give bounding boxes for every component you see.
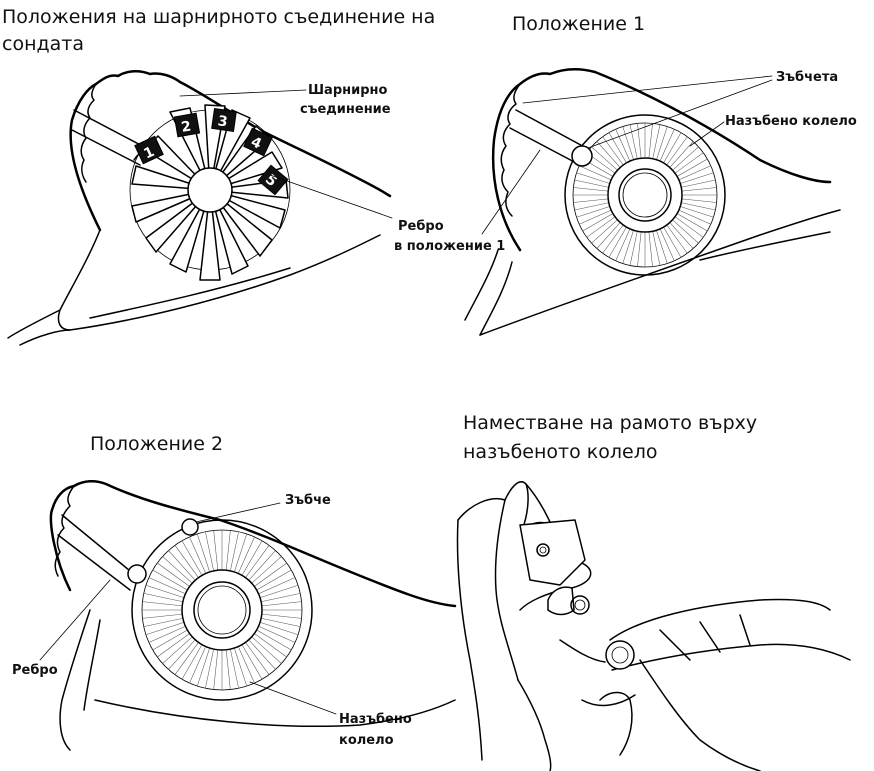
wheel-ray xyxy=(231,532,239,570)
wheel-ray xyxy=(157,563,189,586)
wheel-ray xyxy=(197,534,209,571)
wheel-ray xyxy=(142,602,181,606)
wheel-ray xyxy=(637,233,641,267)
wheel-ray xyxy=(680,166,711,180)
wheel-ray xyxy=(175,643,198,675)
wheel-ray xyxy=(676,217,704,237)
wheel-ray xyxy=(214,530,218,569)
wheel-ray xyxy=(197,649,209,686)
wheel-ray xyxy=(660,230,674,261)
wheel-ray xyxy=(205,532,213,570)
wheel-ray xyxy=(235,649,247,686)
wheel-ray xyxy=(262,619,300,627)
wheel-ray xyxy=(146,585,183,597)
wheel-ray xyxy=(263,614,302,618)
wheel-ray xyxy=(231,650,239,688)
wheel-ray xyxy=(579,210,610,224)
probe-hinge-icon: 1 2 3 4 5 xyxy=(8,71,392,345)
wheel-ray xyxy=(255,563,287,586)
wheel-ray xyxy=(255,634,287,657)
wheel-ray xyxy=(667,137,687,165)
wheel-ray xyxy=(573,199,607,203)
wheel-ray xyxy=(263,602,302,606)
wheel-ray xyxy=(205,650,213,688)
wheel-ray xyxy=(235,534,247,571)
wheel-ray xyxy=(667,226,687,254)
wheel-ray xyxy=(144,619,182,627)
gear-wheel-icon xyxy=(40,481,455,750)
wheel-ray xyxy=(603,226,623,254)
wheel-ray xyxy=(246,643,269,675)
wheel-ray xyxy=(660,129,674,160)
wheel-ray xyxy=(262,593,300,601)
wheel-ray xyxy=(144,593,182,601)
wheel-ray xyxy=(649,123,653,157)
wheel-ray xyxy=(616,230,630,261)
wheel-ray xyxy=(587,217,615,237)
wheel-ray xyxy=(261,623,298,635)
wheel-ray xyxy=(226,651,230,690)
gear-wheel-icon xyxy=(465,69,840,335)
wheel-ray xyxy=(683,187,717,191)
wheel-ray xyxy=(683,199,717,203)
wheel-ray xyxy=(146,623,183,635)
wheel-ray xyxy=(261,585,298,597)
wheel-ray xyxy=(573,187,607,191)
wheel-ray xyxy=(603,137,623,165)
wheel-ray xyxy=(680,210,711,224)
wheel-ray xyxy=(579,166,610,180)
wheel-ray xyxy=(157,634,189,657)
wheel-ray xyxy=(649,233,653,267)
wheel-ray xyxy=(214,651,218,690)
wheel-ray xyxy=(246,545,269,577)
hand-icon xyxy=(458,482,851,771)
wheel-ray xyxy=(142,614,181,618)
wheel-ray xyxy=(226,530,230,569)
wheel-ray xyxy=(676,153,704,173)
wheel-ray xyxy=(175,545,198,577)
wheel-ray xyxy=(616,129,630,160)
